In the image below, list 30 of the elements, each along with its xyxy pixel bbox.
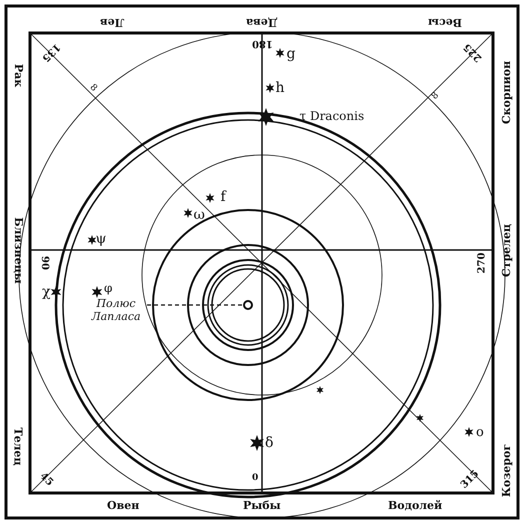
pole-label: Полюс Лапласа: [85, 298, 147, 324]
star-label: δ: [265, 436, 274, 450]
center-point: [243, 300, 253, 310]
star-label: h: [276, 81, 285, 95]
zodiac-label: Рыбы: [243, 500, 281, 510]
leader-line: [147, 304, 243, 306]
degree-label: 8: [88, 82, 98, 94]
zodiac-label: Весы: [428, 16, 462, 28]
zodiac-label: Стрелец: [500, 223, 512, 277]
degree-label: 270: [476, 252, 487, 274]
star-label: τ Draconis: [300, 110, 364, 122]
zodiac-label: Козерог: [500, 443, 512, 497]
star-label: g: [286, 47, 296, 61]
zodiac-label: Овен: [107, 500, 140, 510]
star-label: ω: [194, 208, 205, 222]
zodiac-label: Близнецы: [12, 216, 24, 284]
degree-label: 0: [252, 474, 258, 482]
star-label: ψ: [96, 232, 106, 246]
zodiac-label: Дева: [246, 16, 278, 28]
zodiac-label: Рак: [12, 63, 24, 87]
zodiac-label: Водолей: [388, 500, 442, 510]
star-label: o: [476, 426, 484, 438]
star-label: f: [220, 190, 226, 204]
degree-label: 180: [252, 38, 272, 48]
degree-label: 90: [38, 256, 49, 270]
star-label: χ: [42, 285, 50, 299]
zodiac-label: Лев: [100, 16, 124, 28]
star-label: φ: [104, 282, 112, 294]
zodiac-label: Телец: [12, 426, 24, 466]
zodiac-label: Скорпион: [500, 60, 512, 124]
